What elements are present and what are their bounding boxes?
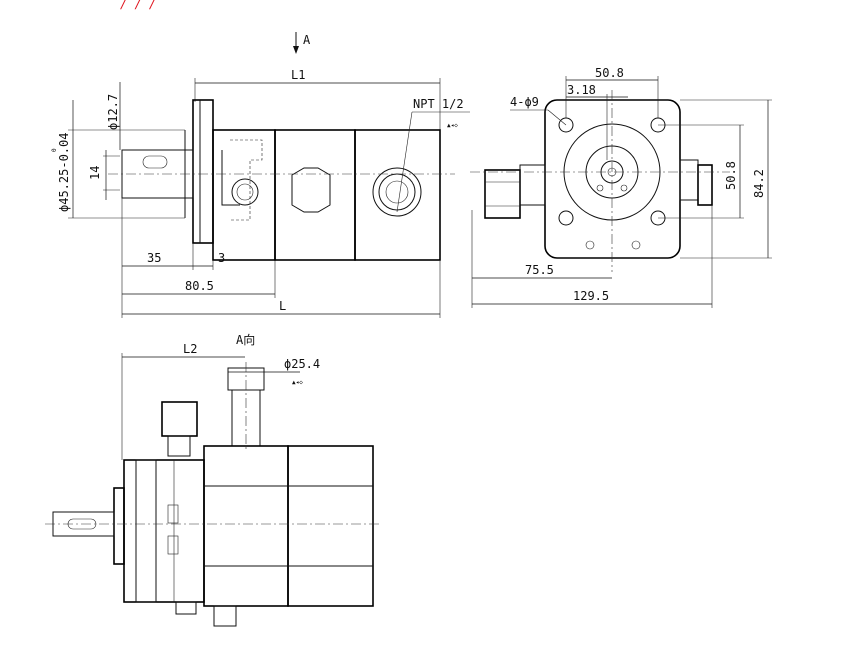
dim-3-18-label: 3.18 [567, 83, 596, 97]
inner-passage-1 [221, 150, 240, 206]
left-fitting-hex [484, 169, 521, 219]
dim-l2-label: L2 [183, 342, 197, 356]
side-flange-band [135, 459, 157, 603]
npt-tiny-mark: ▲◂◇ [447, 122, 458, 129]
dim-129-5-label: 129.5 [573, 289, 609, 303]
side-view: A向 L2 ϕ25.4 ▲◂◇ [45, 332, 380, 627]
side-fitting-hex [161, 401, 198, 437]
view-a-label: A向 [236, 332, 255, 347]
bolt-c1 [596, 184, 604, 192]
dim-pilot-dia-top: 0 [51, 148, 58, 152]
dim-35-label: 35 [147, 251, 161, 265]
side-pilot [113, 487, 125, 565]
section-a-arrow-head [293, 46, 299, 54]
right-fitting-hex [697, 164, 713, 206]
dim-key-label: 14 [88, 166, 102, 180]
dim-75-5-label: 75.5 [525, 263, 554, 277]
side-fitting-neck [167, 435, 191, 457]
dim-port-dia-label: ϕ25.4 [284, 357, 320, 371]
dim-50-8-top-label: 50.8 [595, 66, 624, 80]
hex-plug [291, 167, 331, 213]
npt-port-inner [385, 180, 409, 204]
port-bore-front [231, 178, 259, 206]
port-bore-inner [236, 183, 254, 201]
side-slot-1 [167, 504, 179, 524]
key-slot [142, 155, 168, 169]
rear-body [354, 129, 441, 261]
side-rear-body [287, 445, 374, 607]
holes-leader [547, 109, 567, 126]
dim-50-8-side-label: 50.8 [724, 161, 738, 190]
dim-l1-label: L1 [291, 68, 305, 82]
hidden-passage [230, 139, 263, 221]
right-fitting-body [679, 159, 699, 201]
side-middle-body [203, 445, 289, 607]
dim-80-5-label: 80.5 [185, 279, 214, 293]
end-view: 50.8 3.18 4-ϕ9 50.8 84.2 75.5 129.5 [470, 66, 772, 308]
side-bolt [175, 601, 197, 615]
mounting-flange [192, 99, 214, 244]
npt-label: NPT 1/2 [413, 97, 464, 111]
bolt-bl [585, 240, 595, 250]
bolt-c2 [620, 184, 628, 192]
npt-leader [396, 111, 413, 213]
holes-label: 4-ϕ9 [510, 95, 539, 109]
mount-hole-bl [558, 210, 574, 226]
dim-84-2-label: 84.2 [752, 169, 766, 198]
npt-port-outer [372, 167, 422, 217]
port-tiny-mark: ▲◂◇ [292, 379, 303, 386]
side-slot-2 [167, 535, 179, 555]
dim-3-label: 3 [218, 251, 225, 265]
dim-shaft-dia-label: ϕ12.7 [106, 94, 120, 130]
front-view: A L1 NPT 1/2 ▲◂◇ [51, 32, 470, 318]
left-fitting-body [519, 164, 546, 206]
header-red-fragment: / / / [120, 0, 156, 11]
middle-body [274, 129, 356, 261]
bolt-br [631, 240, 641, 250]
dim-pilot-dia-label: ϕ45.25-0.04 [57, 133, 71, 212]
npt-port-mid [378, 173, 416, 211]
side-foot [213, 605, 237, 627]
dim-l-label: L [279, 299, 286, 313]
section-a-label: A [303, 33, 311, 47]
